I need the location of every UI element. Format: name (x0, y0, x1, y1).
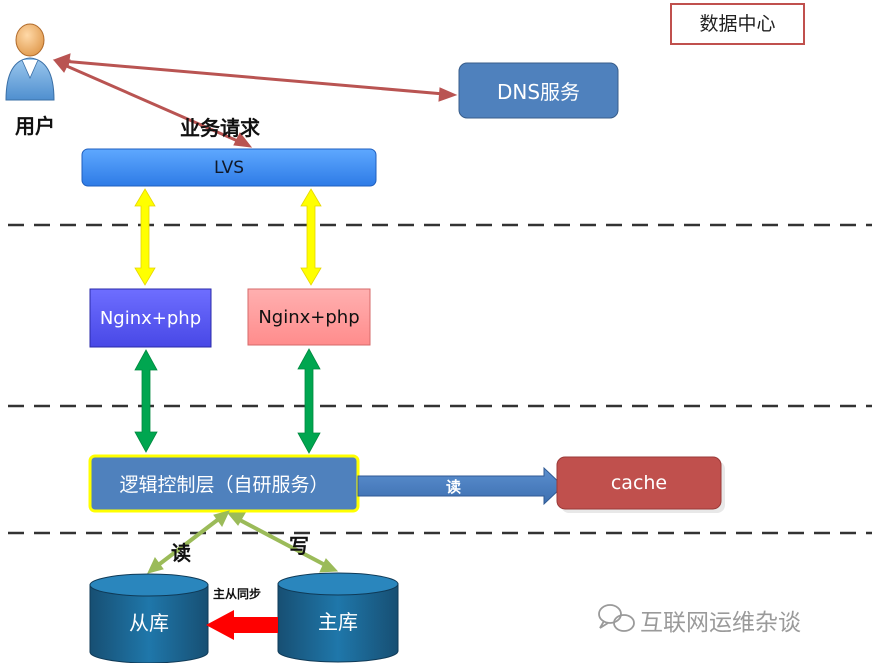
read-cache-arrow (357, 466, 564, 506)
sync-label: 主从同步 (213, 587, 262, 601)
cache-box (556, 456, 722, 510)
watermark-label: 互联网运维杂谈 (640, 610, 801, 636)
user-label: 用户 (15, 114, 55, 138)
write-db-label: 写 (289, 534, 309, 558)
write-db-arrow (226, 512, 339, 573)
nginx-box-right (247, 288, 371, 346)
dns-box (458, 62, 619, 119)
slave-db-label: 从库 (129, 610, 169, 635)
read-to-cache-label: 读 (446, 478, 462, 496)
read-db-label: 读 (171, 541, 191, 565)
nginx-right-label: Nginx+php (258, 306, 360, 328)
read-db-arrow (147, 510, 230, 574)
logic-label: 逻辑控制层（自研服务） (119, 474, 329, 496)
request-label: 业务请求 (180, 116, 260, 140)
user-icon (5, 23, 55, 101)
datacenter-label: 数据中心 (699, 13, 776, 35)
lvs-box (81, 148, 377, 187)
yellow-arrow-left (134, 188, 156, 286)
slave-db-cylinder (89, 573, 209, 663)
green-arrow-left (134, 349, 158, 453)
cache-label: cache (610, 472, 668, 494)
nginx-box-left (89, 288, 212, 348)
nginx-left-label: Nginx+php (99, 307, 202, 329)
user-request-arrow (52, 59, 253, 148)
lvs-label: LVS (213, 157, 245, 178)
yellow-arrow-right (300, 188, 322, 286)
wechat-icon (598, 604, 635, 632)
master-db-label: 主库 (318, 609, 358, 634)
green-arrow-right (297, 348, 321, 454)
sync-arrow (206, 610, 278, 640)
dns-label: DNS服务 (496, 80, 581, 104)
datacenter-box (670, 3, 805, 45)
master-db-cylinder (277, 572, 399, 663)
user-dns-arrow (52, 53, 458, 102)
